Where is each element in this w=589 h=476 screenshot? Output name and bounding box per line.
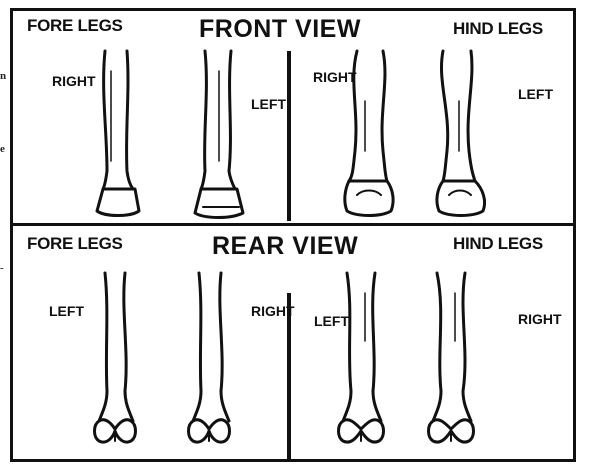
- rear-hind-right-leg: [429, 273, 474, 442]
- legs-illustration: [13, 11, 573, 459]
- front-hind-left-leg: [437, 51, 485, 216]
- side-fragment-1: n: [0, 70, 6, 82]
- rear-hind-left-leg: [339, 273, 384, 442]
- front-fore-left-leg: [195, 51, 243, 218]
- rear-fore-right-leg: [189, 273, 230, 442]
- front-fore-right-leg: [97, 51, 139, 216]
- front-hind-right-leg: [345, 51, 393, 216]
- rear-fore-left-leg: [95, 273, 136, 442]
- leg-diagram-frame: FORE LEGS FRONT VIEW HIND LEGS RIGHT LEF…: [10, 8, 576, 462]
- side-fragment-2: e: [0, 143, 5, 155]
- side-fragment-3: -: [0, 262, 4, 274]
